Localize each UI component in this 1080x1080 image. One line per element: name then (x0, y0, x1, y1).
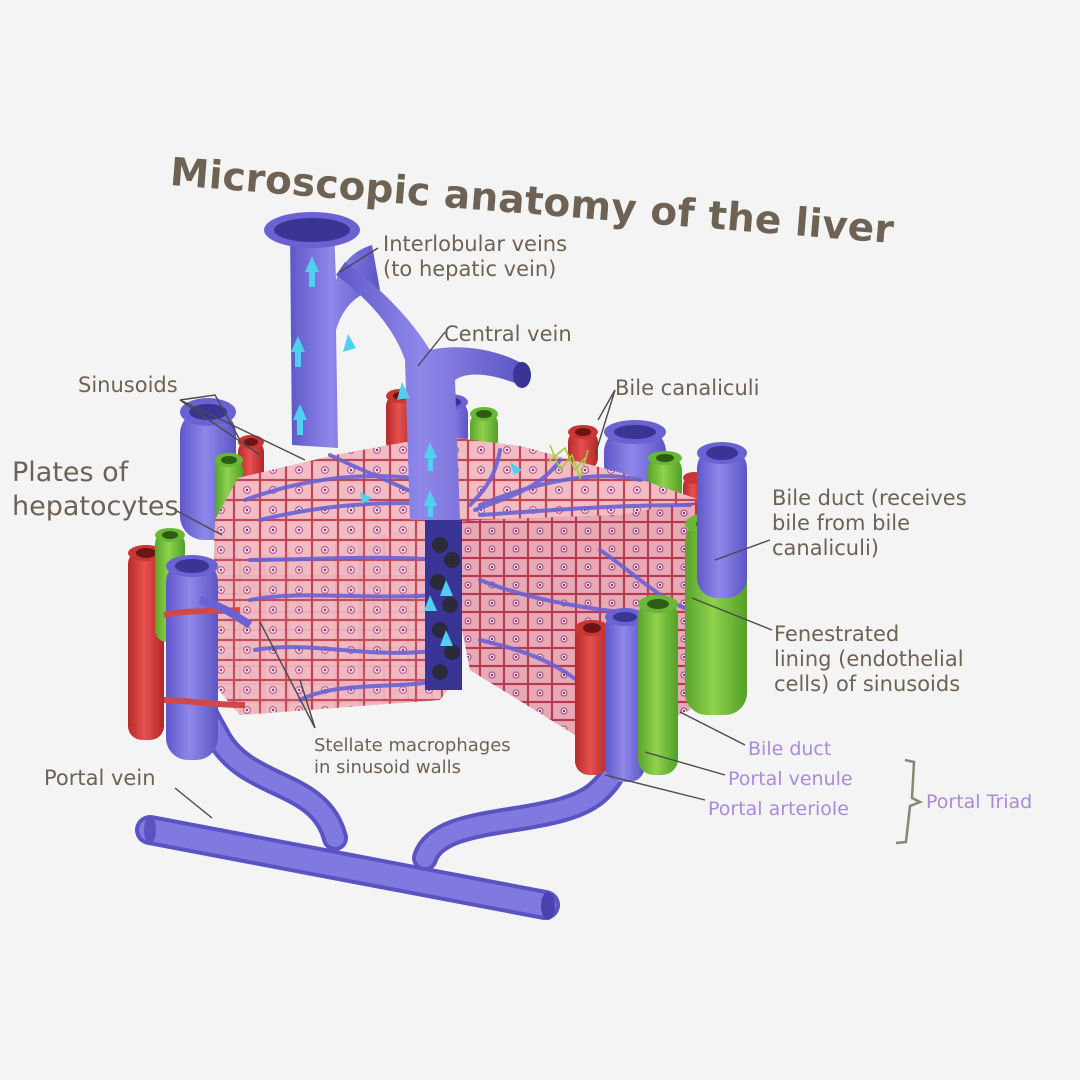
label-bile-duct-receives: Bile duct (receives bile from bile canal… (772, 486, 967, 560)
label-portal-triad: Portal Triad (926, 791, 1033, 813)
portal-triad-bracket (895, 758, 924, 845)
label-plates-of-hepatocytes: Plates of hepatocytes (12, 457, 179, 522)
portal-triad-front (128, 442, 747, 782)
label-portal-arteriole: Portal arteriole (708, 798, 849, 820)
sinusoid-network (243, 448, 692, 702)
label-interlobular-veins: Interlobular veins (to hepatic vein) (383, 232, 568, 281)
label-fenestrated-lining: Fenestrated lining (endothelial cells) o… (774, 622, 964, 696)
label-portal-venule: Portal venule (728, 768, 853, 790)
flow-arrows (291, 256, 522, 646)
label-bile-canaliculi: Bile canaliculi (615, 376, 760, 400)
label-portal-vein: Portal vein (44, 766, 156, 790)
label-stellate-macrophages: Stellate macrophages in sinusoid walls (314, 735, 511, 778)
label-central-vein: Central vein (444, 322, 572, 346)
label-sinusoids: Sinusoids (78, 373, 178, 397)
bile-canaliculi-mesh (547, 444, 589, 481)
leader-lines (174, 247, 773, 819)
portal-vein-network (135, 667, 627, 920)
label-bile-duct: Bile duct (748, 738, 832, 760)
